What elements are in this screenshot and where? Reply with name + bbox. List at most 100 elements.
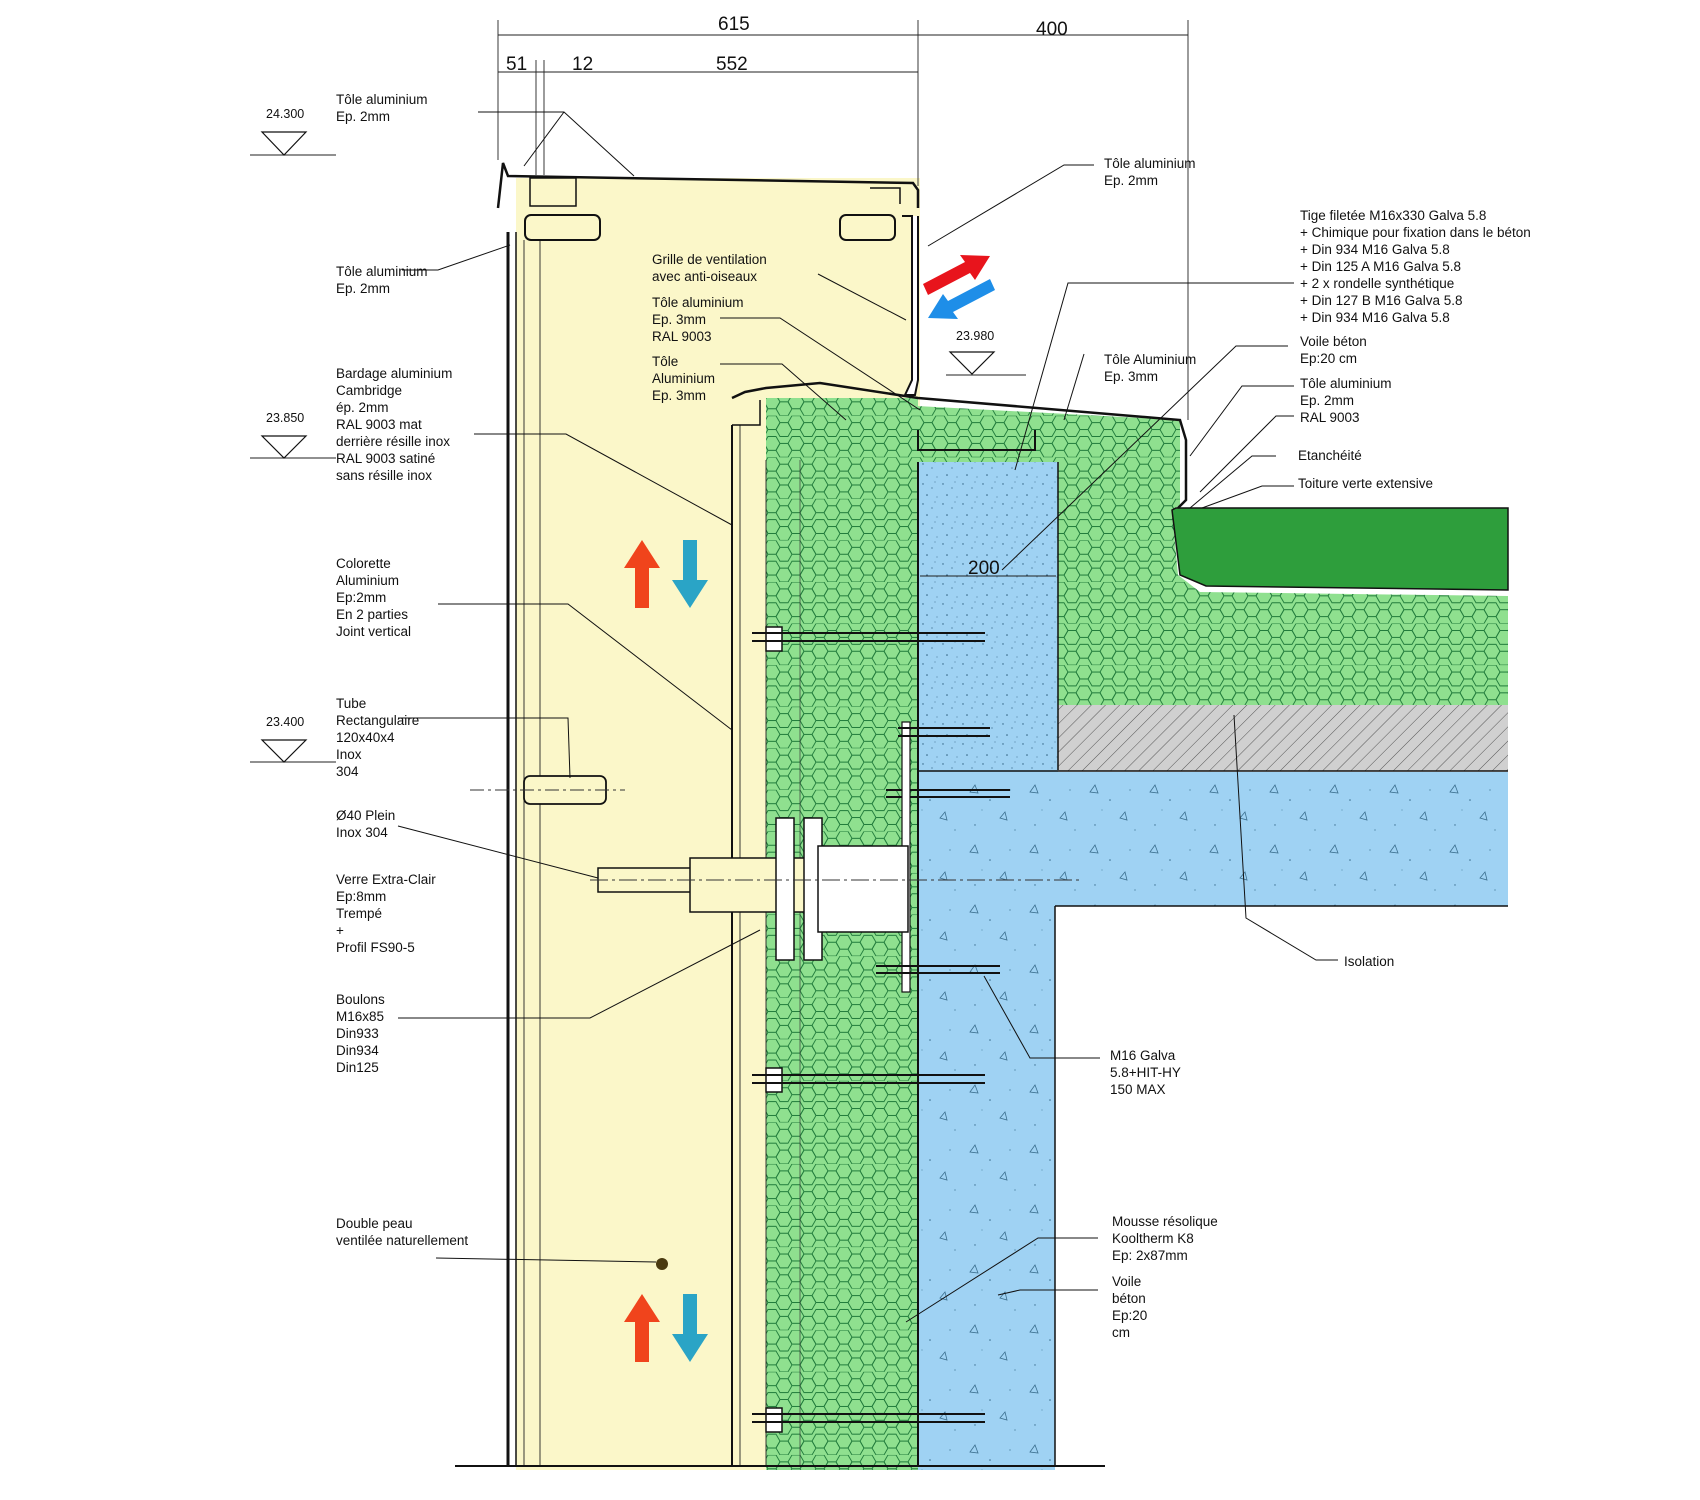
- label-tole-right-top-line: Ep. 2mm: [1104, 173, 1158, 188]
- airflow-arrows-top: [624, 540, 708, 608]
- label-tole-alu-3mm-line: Aluminium: [652, 371, 715, 386]
- screed-layer: [1058, 705, 1508, 771]
- anchor-bolt-6: [752, 1407, 985, 1433]
- label-bardage-line: ép. 2mm: [336, 400, 389, 415]
- label-bardage-line: RAL 9003 mat: [336, 417, 422, 432]
- label-tube-line: 120x40x4: [336, 730, 395, 745]
- label-verre-line: Trempé: [336, 906, 382, 921]
- label-plein-line: Ø40 Plein: [336, 808, 395, 823]
- label-tige-line: Tige filetée M16x330 Galva 5.8: [1300, 208, 1486, 223]
- concrete-slab-and-wall: [918, 772, 1508, 1470]
- label-double-peau-line: ventilée naturellement: [336, 1233, 468, 1248]
- label-tube-line: Tube: [336, 696, 366, 711]
- label-verre-line: Verre Extra-Clair: [336, 872, 436, 887]
- airflow-arrows-outside: [923, 255, 995, 319]
- label-grille: Grille de ventilation avec anti-oiseaux: [652, 252, 767, 284]
- roof-cap-inner: [732, 400, 761, 426]
- label-tige-line: + Din 125 A M16 Galva 5.8: [1300, 259, 1461, 274]
- label-tube-line: Inox: [336, 747, 362, 762]
- anchor-bolt-1: [752, 626, 985, 652]
- label-verre-line: Ep:8mm: [336, 889, 386, 904]
- coping-fix-left: [529, 177, 577, 207]
- label-voile-top-line: Ep:20 cm: [1300, 351, 1357, 366]
- label-tole-alu-3mm-line: Tôle: [652, 354, 678, 369]
- label-colorette-line: En 2 parties: [336, 607, 408, 622]
- label-tole-ral-right-line: Tôle aluminium: [1300, 376, 1392, 391]
- label-boulons-line: Boulons: [336, 992, 385, 1007]
- label-tole-3mm-ral-line: Ep. 3mm: [652, 312, 706, 327]
- label-tige-line: + Chimique pour fixation dans le béton: [1300, 225, 1531, 240]
- label-colorette-line: Aluminium: [336, 573, 399, 588]
- label-voile-bottom-line: béton: [1112, 1291, 1146, 1306]
- label-tige-line: + Din 127 B M16 Galva 5.8: [1300, 293, 1462, 308]
- label-boulons-line: M16x85: [336, 1009, 384, 1024]
- label-tige-line: + Din 934 M16 Galva 5.8: [1300, 242, 1450, 257]
- label-m16-line: 150 MAX: [1110, 1082, 1166, 1097]
- label-tole-3mm-ral-line: RAL 9003: [652, 329, 712, 344]
- coping-fix-right: [870, 187, 901, 204]
- label-grille-line: avec anti-oiseaux: [652, 269, 757, 284]
- airflow-arrows-bottom: [624, 1294, 708, 1362]
- label-colorette-line: Colorette: [336, 556, 391, 571]
- level-23980: 23.980: [956, 329, 994, 343]
- label-tole-left-line: Tôle aluminium: [336, 264, 428, 279]
- label-isolation: Isolation: [1344, 954, 1394, 969]
- label-toiture: Toiture verte extensive: [1298, 476, 1433, 491]
- label-boulons-line: Din125: [336, 1060, 379, 1075]
- label-tige-line: + 2 x rondelle synthétique: [1300, 276, 1454, 291]
- label-voile-bottom-line: Ep:20: [1112, 1308, 1147, 1323]
- level-23400: 23.400: [266, 715, 304, 729]
- anchor-bolt-5: [752, 1067, 985, 1093]
- label-tole-left-line: Ep. 2mm: [336, 281, 390, 296]
- cap-channel: [917, 430, 1036, 451]
- label-verre-line: +: [336, 923, 344, 938]
- label-bardage-line: Bardage aluminium: [336, 366, 452, 381]
- label-mousse-line: Kooltherm K8: [1112, 1231, 1194, 1246]
- label-verre-line: Profil FS90-5: [336, 940, 415, 955]
- label-boulons-line: Din934: [336, 1043, 379, 1058]
- label-boulons-line: Din933: [336, 1026, 379, 1041]
- green-roof: [1171, 507, 1509, 591]
- label-m16-line: 5.8+HIT-HY: [1110, 1065, 1181, 1080]
- label-grille-line: Grille de ventilation: [652, 252, 767, 267]
- coping-channel-right: [839, 214, 896, 241]
- label-tole-top-line: Ep. 2mm: [336, 109, 390, 124]
- rectangular-tube: [470, 775, 625, 805]
- label-etancheite: Etanchéité: [1298, 448, 1362, 463]
- label-tole-right-top-line: Tôle aluminium: [1104, 156, 1196, 171]
- dim-200: 200: [968, 558, 1000, 579]
- label-colorette-line: Ep:2mm: [336, 590, 386, 605]
- concrete-wall-top: [918, 462, 1058, 772]
- label-plein-line: Inox 304: [336, 825, 388, 840]
- dim-615: 615: [718, 14, 750, 35]
- label-tige-line: + Din 934 M16 Galva 5.8: [1300, 310, 1450, 325]
- dim-51: 51: [506, 54, 527, 75]
- coping-channel-left: [524, 214, 601, 241]
- label-tube-line: Rectangulaire: [336, 713, 419, 728]
- label-tole-top-line: Tôle aluminium: [336, 92, 428, 107]
- label-tole-alu-3mm-line: Ep. 3mm: [652, 388, 706, 403]
- level-marker-1: [250, 131, 336, 156]
- label-colorette-line: Joint vertical: [336, 624, 411, 639]
- label-m16-line: M16 Galva: [1110, 1048, 1176, 1063]
- level-24300: 24.300: [266, 107, 304, 121]
- level-marker-2: [250, 435, 336, 459]
- label-tole-cap-line: Ep. 3mm: [1104, 369, 1158, 384]
- label-m16: M16 Galva 5.8+HIT-HY 150 MAX: [1110, 1048, 1181, 1097]
- label-mousse-line: Mousse résolique: [1112, 1214, 1218, 1229]
- dim-400: 400: [1036, 19, 1068, 40]
- round-bar-assembly: [590, 817, 1080, 961]
